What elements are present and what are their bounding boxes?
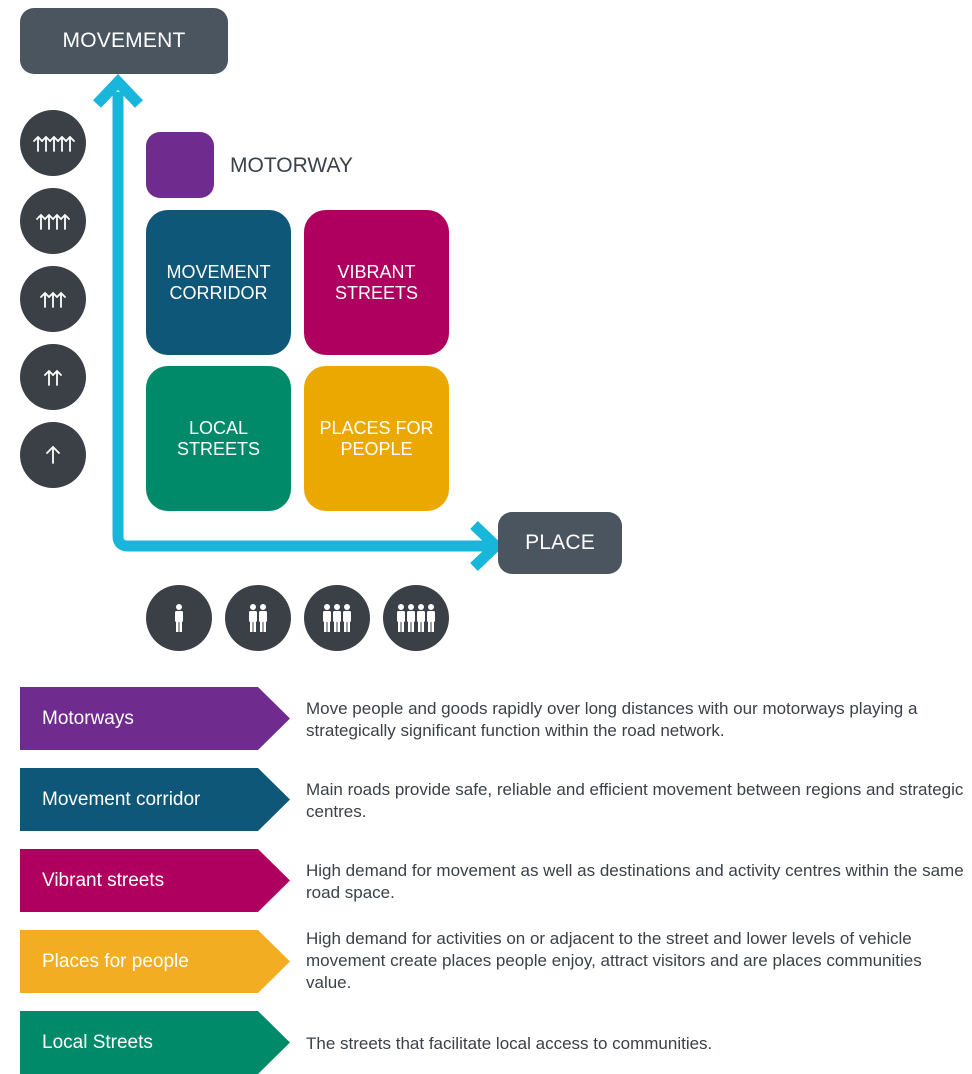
legend-description: Move people and goods rapidly over long …: [306, 699, 918, 740]
legend-chevron: [20, 687, 290, 750]
legend-label: Vibrant streets: [42, 869, 165, 891]
legend-label: Motorways: [42, 707, 134, 729]
legend-description: The streets that facilitate local access…: [306, 1034, 713, 1053]
arrows-x2-icon: [20, 266, 86, 332]
person-x2-icon: [225, 585, 291, 651]
tile-label-line: STREETS: [334, 282, 418, 303]
legend-chevron: [20, 768, 290, 831]
tile-label-line: PEOPLE: [340, 438, 413, 459]
motorway-tile: [146, 132, 214, 198]
legend-chevron: [20, 930, 290, 993]
tile-label-line: STREETS: [176, 438, 260, 459]
legend-chevron: [20, 1011, 290, 1074]
legend-label: Places for people: [42, 950, 189, 972]
legend-motorways: Motorways: [20, 687, 290, 750]
person-x1-icon: [146, 585, 212, 651]
person-x3-icon: [304, 585, 370, 651]
arrows-x3-icon: [20, 188, 86, 254]
legend-description: High demand for activities on or adjacen…: [306, 929, 922, 992]
legend-description: High demand for movement as well as dest…: [306, 861, 964, 902]
tile-label-line: LOCAL: [188, 417, 248, 438]
arrows-x1.5-icon: [20, 344, 86, 410]
motorway-label: MOTORWAY: [230, 154, 353, 177]
tile-label-line: VIBRANT: [337, 261, 416, 282]
tile-label-line: CORRIDOR: [169, 282, 268, 303]
movement-axis-label: MOVEMENT: [20, 8, 228, 74]
legend-local-streets: Local Streets: [20, 1011, 290, 1074]
legend-places-for-people: Places for people: [20, 930, 290, 993]
legend-chevron: [20, 849, 290, 912]
legend-label: Movement corridor: [42, 788, 201, 810]
tile-label-line: MOVEMENT: [166, 261, 271, 282]
legend-description: Main roads provide safe, reliable and ef…: [306, 780, 964, 821]
tile-label-line: PLACES FOR: [319, 417, 434, 438]
arrows-x4-icon: [20, 110, 86, 176]
person-x4-icon: [383, 585, 449, 651]
legend-vibrant-streets: Vibrant streets: [20, 849, 290, 912]
place-axis-label: PLACE: [498, 512, 622, 574]
legend-label: Local Streets: [42, 1031, 153, 1053]
legend-movement-corridor: Movement corridor: [20, 768, 290, 831]
arrow-x1-icon: [20, 422, 86, 488]
